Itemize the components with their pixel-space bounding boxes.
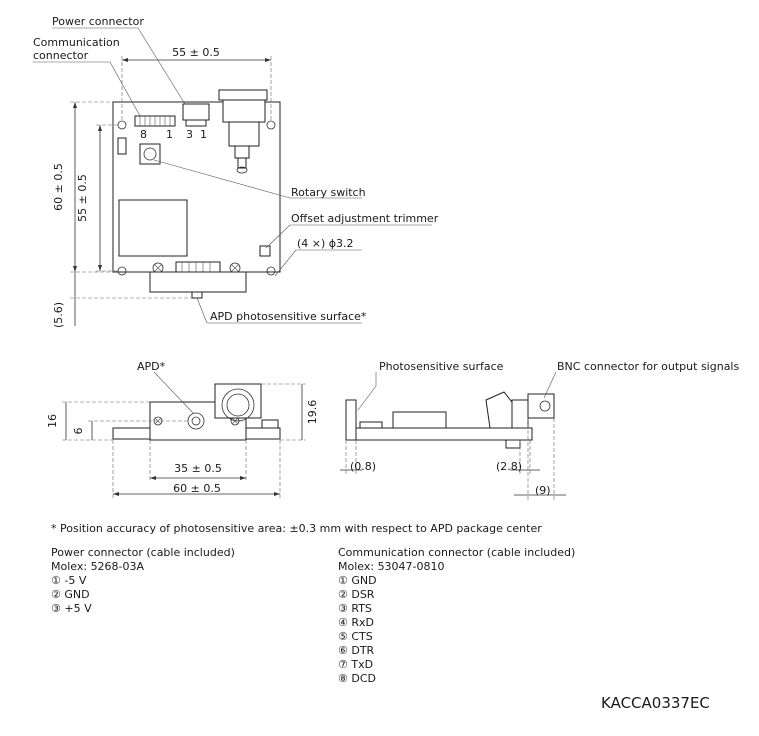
dim-19-6: 19.6: [306, 400, 319, 425]
dim-2-8: (2.8): [496, 460, 522, 473]
drawing-code: KACCA0337EC: [601, 694, 710, 712]
ic-block: [118, 199, 188, 257]
apd-package: [149, 271, 247, 293]
mount-hole: [266, 120, 276, 130]
comm-connector-label-2: connector: [33, 49, 89, 62]
dim-0-8: (0.8): [350, 460, 376, 473]
bnc-connector-label: BNC connector for output signals: [557, 360, 739, 373]
width-dim: 55 ± 0.5: [172, 46, 220, 59]
trimmer: [259, 245, 271, 257]
footnote: * Position accuracy of photosensitive ar…: [51, 522, 542, 535]
dim-60: 60 ± 0.5: [173, 482, 221, 495]
side-board: [355, 427, 533, 441]
power-pin-item: ③ +5 V: [51, 602, 92, 615]
dim-6: 6: [72, 428, 85, 435]
dim-9: (9): [535, 484, 551, 497]
apd-offset-dim: (5.6): [52, 302, 65, 328]
top-view: 55 ± 0.5 60 ± 0.5 55 ± 0.5 (5.6) P: [33, 15, 439, 328]
height-inner-dim: 55 ± 0.5: [76, 174, 89, 222]
apd-label: APD*: [137, 360, 166, 373]
power-connector-label: Power connector: [52, 15, 144, 28]
power-pin-item: ① -5 V: [51, 574, 87, 587]
mount-hole: [266, 266, 276, 276]
comm-pin-item: ⑦ TxD: [338, 658, 374, 671]
comm-pin-item: ⑤ CTS: [338, 630, 373, 643]
offset-trimmer-label: Offset adjustment trimmer: [291, 212, 439, 225]
height-outer-dim: 60 ± 0.5: [52, 163, 65, 211]
bnc-top: [218, 89, 268, 101]
comm-pin-item: ⑧ DCD: [338, 672, 376, 685]
comm-pin-item: ⑥ DTR: [338, 644, 375, 657]
rotary-switch-label: Rotary switch: [291, 186, 366, 199]
front-view: 16 6 19.6 35 ± 0.5 60 ± 0.5 APD*: [46, 360, 319, 498]
comm-pin-item: ③ RTS: [338, 602, 372, 615]
comm-connector-molex: Molex: 53047-0810: [338, 560, 445, 573]
comm-connector-label-1: Communication: [33, 36, 120, 49]
comm-pin-1: 1: [166, 128, 173, 141]
comm-connector-title: Communication connector (cable included): [338, 546, 576, 559]
power-pin-item: ② GND: [51, 588, 90, 601]
power-pin-1: 1: [200, 128, 207, 141]
photosensitive-surface-label: Photosensitive surface: [379, 360, 504, 373]
power-pin-3: 3: [186, 128, 193, 141]
dim-16: 16: [46, 414, 59, 428]
comm-pin-item: ① GND: [338, 574, 377, 587]
side-apd-package: [345, 399, 357, 441]
power-connector-title: Power connector (cable included): [51, 546, 235, 559]
comm-pin-item: ② DSR: [338, 588, 375, 601]
holes-label: (4 ×) ϕ3.2: [297, 237, 354, 250]
comm-pin-8: 8: [140, 128, 147, 141]
rotary-switch: [139, 143, 161, 165]
comm-pin-item: ④ RxD: [338, 616, 374, 629]
side-view: Photosensitive surface BNC connector for…: [340, 360, 739, 500]
power-connector-molex: Molex: 5268-03A: [51, 560, 145, 573]
apd-surface-label: APD photosensitive surface*: [210, 310, 367, 323]
dim-35: 35 ± 0.5: [174, 462, 222, 475]
power-connector: [182, 103, 210, 121]
